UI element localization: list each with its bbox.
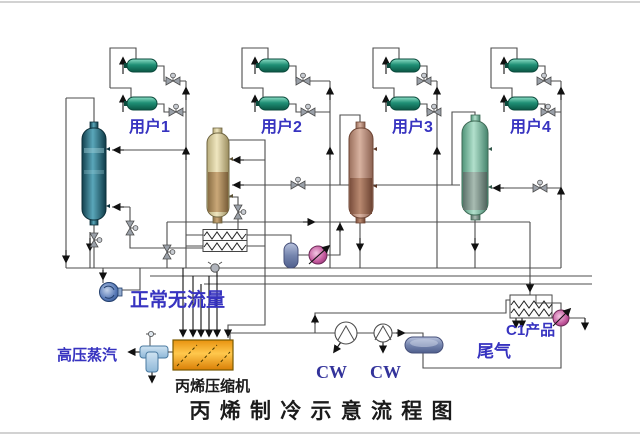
pump-normal-no-flow [99, 282, 123, 302]
refrigerant-column-1 [81, 121, 110, 226]
user3-evaporator-upper [386, 58, 421, 73]
economizer-exchanger-center [202, 229, 248, 252]
knockout-drum-small [283, 242, 299, 269]
cw-label-1: CW [316, 362, 347, 382]
inline-check-valve [207, 261, 223, 273]
accumulator-drum [404, 336, 444, 354]
user4-evaporator-lower [504, 96, 539, 111]
user2-label: 用户2 [261, 117, 302, 136]
pump-pink-2 [552, 307, 572, 327]
cooler-2 [373, 323, 393, 343]
user4-label: 用户4 [510, 117, 551, 136]
tail-gas-label: 尾气 [477, 341, 511, 361]
diagram-title: 丙 烯 制 冷 示 意 流 程 图 [190, 399, 455, 423]
user4-evaporator-upper [504, 58, 539, 73]
flash-vessel-3 [348, 121, 377, 224]
user1-evaporator-upper [123, 58, 158, 73]
cooler-1 [334, 321, 358, 345]
no-flow-label: 正常无流量 [130, 288, 225, 311]
user1-evaporator-lower [123, 96, 158, 111]
flash-vessel-4 [461, 114, 492, 221]
flow-arrows [61, 56, 590, 384]
c1-product-exchanger [509, 294, 553, 319]
pipe-network [65, 47, 592, 369]
flash-vessel-2 [206, 127, 233, 224]
propylene-compressor [172, 339, 234, 371]
user3-evaporator-lower [386, 96, 421, 111]
steam-turbine-driver [139, 330, 173, 373]
cw-label-2: CW [370, 362, 401, 382]
pump-pink-1 [308, 244, 331, 265]
hp-steam-label: 高压蒸汽 [57, 346, 117, 364]
compressor-label: 丙烯压缩机 [175, 377, 250, 395]
user2-evaporator-lower [255, 96, 290, 111]
c1-product-label: C1产品 [506, 321, 555, 339]
user1-label: 用户1 [129, 117, 170, 136]
user3-label: 用户3 [392, 117, 433, 136]
user2-evaporator-upper [255, 58, 290, 73]
valves [89, 72, 556, 273]
